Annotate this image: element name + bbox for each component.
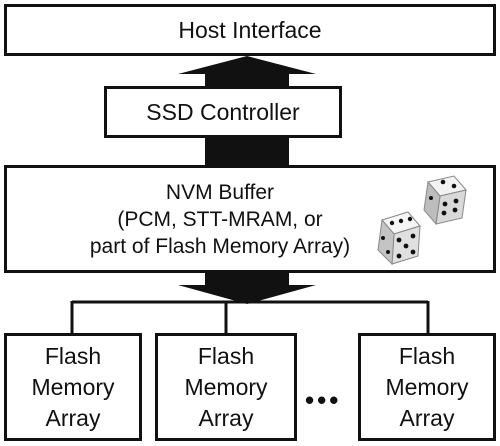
flash-memory-array-n: Flash Memory Array: [358, 333, 496, 441]
flash-line1: Flash: [197, 342, 255, 369]
flash-line3: Array: [45, 404, 101, 431]
flash-line2: Memory: [184, 373, 268, 400]
flash-line2: Memory: [385, 373, 469, 400]
flash-memory-array-2: Flash Memory Array: [155, 333, 297, 441]
flash-line2: Memory: [31, 373, 115, 400]
die-back: [423, 175, 467, 226]
dice-icon: [377, 175, 467, 266]
nvm-buffer-title: NVM Buffer: [165, 180, 275, 204]
arrow-head-down: [178, 285, 316, 304]
flash-memory-array-1: Flash Memory Array: [4, 333, 142, 441]
arrow-head-up: [178, 56, 316, 74]
ssd-controller-box: SSD Controller: [104, 86, 342, 138]
flash-line3: Array: [198, 404, 254, 431]
arrow-shaft-lower: [205, 272, 289, 286]
die-front: [377, 211, 421, 266]
nvm-buffer-text: NVM Buffer (PCM, STT-MRAM, or part of Fl…: [90, 179, 350, 260]
nvm-buffer-line2: (PCM, STT-MRAM, or: [117, 207, 323, 231]
host-interface-label: Host Interface: [178, 16, 322, 43]
nvm-buffer-line3: part of Flash Memory Array): [89, 234, 351, 258]
ssd-controller-label: SSD Controller: [146, 98, 300, 125]
flash-line1: Flash: [44, 342, 102, 369]
host-interface-box: Host Interface: [4, 4, 496, 56]
flash-line1: Flash: [398, 342, 456, 369]
ellipsis-more-arrays: •••: [305, 385, 342, 415]
flash-line3: Array: [399, 404, 455, 431]
